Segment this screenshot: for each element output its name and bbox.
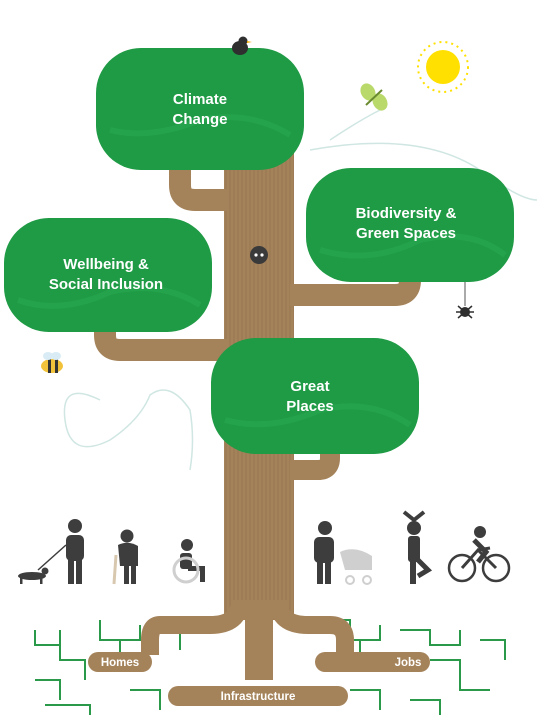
canopy-great-places: Great Places bbox=[211, 338, 419, 454]
bird-icon bbox=[232, 36, 252, 55]
canopy-places-line2: Places bbox=[286, 398, 334, 415]
yoga-person-icon bbox=[402, 510, 433, 584]
canopy-biodiversity-line1: Biodiversity & bbox=[356, 205, 457, 222]
root-jobs: Jobs bbox=[315, 652, 430, 672]
canopy-climate-line1: Climate bbox=[173, 91, 227, 108]
root-infrastructure: Infrastructure bbox=[168, 686, 348, 706]
parent-with-pram-icon bbox=[314, 521, 372, 585]
spider-icon bbox=[456, 282, 474, 319]
canopy-biodiversity-line2: Green Spaces bbox=[356, 225, 456, 242]
background-swirls bbox=[63, 109, 537, 471]
canopy-places-line1: Great bbox=[290, 378, 329, 395]
butterfly-icon bbox=[360, 83, 388, 111]
wheelchair-user-icon bbox=[172, 539, 205, 584]
canopy-climate-line2: Change bbox=[172, 111, 227, 128]
canopy-wellbeing-line2: Social Inclusion bbox=[49, 276, 163, 293]
people-row bbox=[18, 510, 511, 585]
sun-icon bbox=[417, 41, 469, 93]
canopy-wellbeing-line1: Wellbeing & bbox=[63, 256, 149, 273]
canopy-wellbeing: Wellbeing & Social Inclusion bbox=[4, 218, 212, 332]
dog-walker-icon bbox=[18, 519, 84, 584]
bee-icon bbox=[41, 352, 63, 373]
elderly-with-cane-icon bbox=[112, 529, 138, 585]
homes-label: Homes bbox=[101, 657, 139, 669]
infrastructure-label: Infrastructure bbox=[221, 691, 296, 703]
root-homes: Homes bbox=[88, 652, 152, 672]
jobs-label: Jobs bbox=[395, 657, 422, 669]
cyclist-icon bbox=[447, 526, 511, 583]
canopy-climate-change: Climate Change bbox=[96, 48, 304, 170]
canopy-biodiversity: Biodiversity & Green Spaces bbox=[306, 168, 514, 282]
